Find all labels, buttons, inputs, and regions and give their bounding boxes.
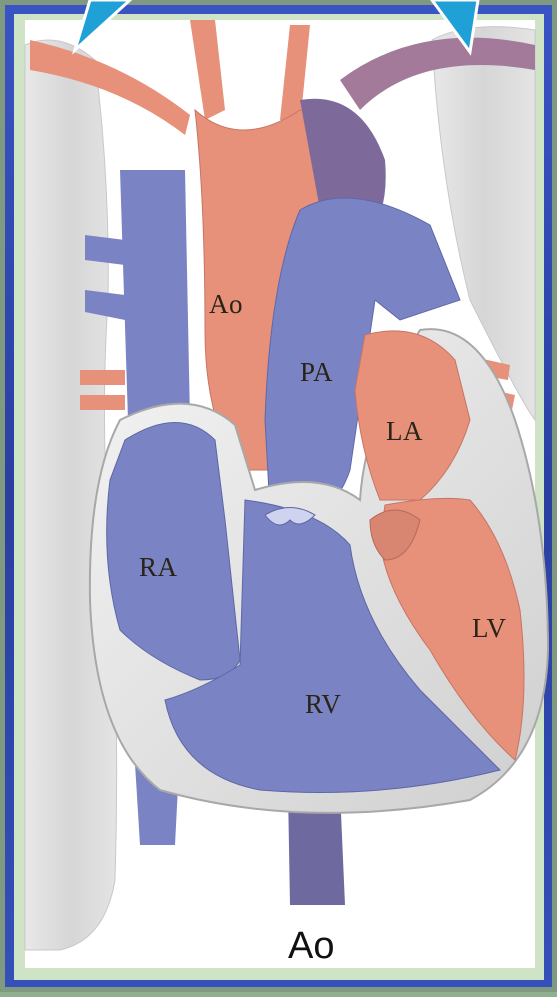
label-right-atrium: RA bbox=[139, 552, 178, 583]
label-left-ventricle: LV bbox=[472, 613, 507, 644]
label-aorta: Ao bbox=[209, 289, 243, 320]
label-left-atrium: LA bbox=[386, 416, 423, 447]
label-right-ventricle: RV bbox=[305, 689, 341, 720]
superior-vena-cava bbox=[120, 170, 190, 420]
label-pulmonary-artery: PA bbox=[300, 357, 333, 388]
caption-aorta: Ao bbox=[288, 925, 334, 968]
